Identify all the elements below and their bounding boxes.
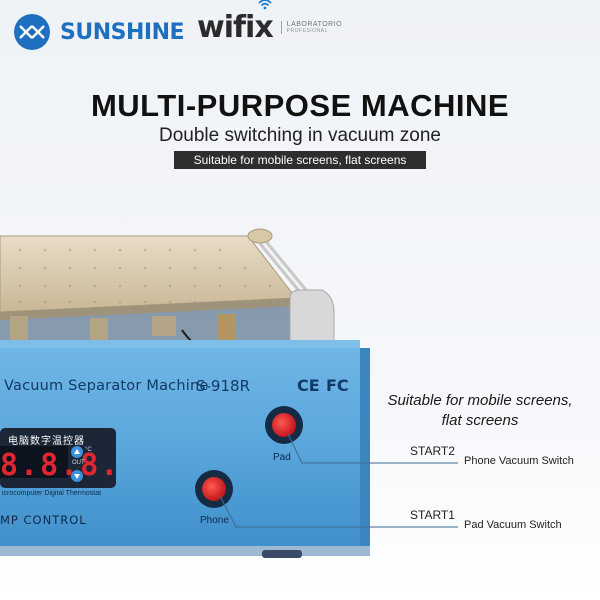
start1-leader-line — [219, 495, 458, 528]
machine-foot — [262, 550, 302, 558]
start1-description: Pad Vacuum Switch — [464, 519, 562, 531]
subheadline: Double switching in vacuum zone — [159, 125, 441, 146]
clamp-mid — [90, 318, 108, 342]
thermostat-caption: icrocomputer Digital Thermostat — [2, 490, 102, 497]
start1-label: START1 — [410, 508, 455, 522]
sunshine-logo: SUNSHINE — [14, 14, 185, 50]
sunshine-logo-text: SUNSHINE — [60, 19, 185, 45]
headline: MULTI-PURPOSE MACHINE — [90, 88, 510, 123]
suitable-callout-line-2: flat screens — [441, 412, 519, 429]
body-side — [360, 348, 370, 548]
body-top-rim — [0, 340, 360, 350]
wifi-icon — [258, 0, 272, 10]
sunshine-logo-icon — [14, 14, 50, 50]
thermostat-out-label: OUT — [72, 460, 85, 466]
clamp-left — [10, 316, 28, 342]
vacuum-holes — [18, 248, 272, 304]
start2-description: Phone Vacuum Switch — [464, 455, 574, 467]
wifix-logo: wifix LABORATORIO PROFESIONAL — [197, 0, 343, 45]
start2-leader-line — [287, 433, 458, 464]
wifix-logo-word: wifix — [197, 10, 274, 45]
wifix-subtitle-2: PROFESIONAL — [286, 28, 328, 34]
thermostat-unit: °C — [85, 447, 92, 453]
fc-mark-icon: FC — [326, 376, 349, 395]
body-base — [0, 546, 370, 556]
wifix-subtitle-1: LABORATORIO — [286, 21, 343, 28]
thermostat-display — [0, 446, 68, 478]
temp-control-label: MP CONTROL — [0, 513, 87, 527]
clamp-right — [152, 316, 176, 336]
ce-mark-icon: CE — [297, 376, 320, 395]
machine-model-code: S-918R — [196, 377, 250, 395]
pad-button-label: Pad — [273, 452, 291, 463]
rail-knob — [247, 228, 273, 244]
suitable-callout: Suitable for mobile screens, flat screen… — [372, 391, 588, 431]
phone-button-label: Phone — [200, 515, 229, 526]
thermostat-title: 电脑数字温控器 — [8, 436, 85, 447]
heating-plate-edge — [0, 298, 296, 320]
suitable-callout-line-1: Suitable for mobile screens, — [387, 392, 573, 409]
thermostat-readout: 8.8.8. — [0, 448, 121, 483]
wifix-logo-text: wifix — [197, 0, 274, 45]
tagline-banner: Suitable for mobile screens, flat screen… — [174, 151, 426, 169]
pad-switch-button[interactable] — [272, 413, 296, 437]
start2-label: START2 — [410, 444, 455, 458]
phone-switch-button[interactable] — [202, 477, 226, 501]
machine-model-label: Vacuum Separator Machine — [4, 378, 209, 394]
